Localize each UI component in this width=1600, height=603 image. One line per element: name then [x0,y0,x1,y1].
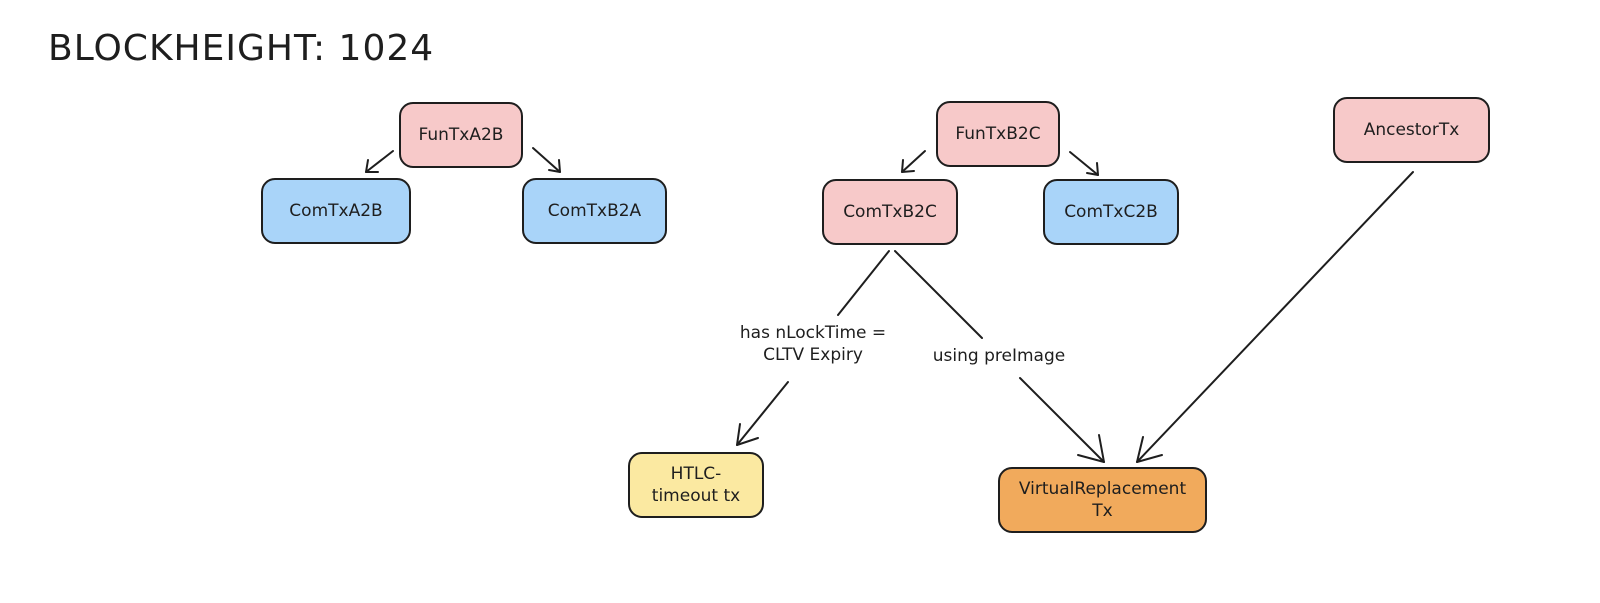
page-title: BLOCKHEIGHT: 1024 [48,28,435,69]
edge-funa2b-to-comb2a [532,147,561,173]
node-funtxa2b[interactable]: FunTxA2B [399,102,523,168]
node-comtxb2a[interactable]: ComTxB2A [522,178,667,244]
edge-funa2b-to-coma2b [365,150,394,173]
edge-funb2c-to-comb2c [901,150,926,173]
node-ancestortx[interactable]: AncestorTx [1333,97,1490,163]
node-comtxc2b[interactable]: ComTxC2B [1043,179,1179,245]
edge-comb2c-to-htlc [736,250,890,446]
node-comtxa2b[interactable]: ComTxA2B [261,178,411,244]
edge-label-nlocktime: has nLockTime = CLTV Expiry [724,322,902,367]
edge-ancestor-to-virtual [1136,171,1414,463]
node-htlc-timeout-tx[interactable]: HTLC- timeout tx [628,452,764,518]
node-virtual-replacement-tx[interactable]: VirtualReplacement Tx [998,467,1207,533]
edge-label-preimage: using preImage [920,345,1078,368]
node-funtxb2c[interactable]: FunTxB2C [936,101,1060,167]
edge-funb2c-to-comc2b [1069,151,1099,176]
node-comtxb2c[interactable]: ComTxB2C [822,179,958,245]
edge-comb2c-to-virtual [894,250,1105,463]
